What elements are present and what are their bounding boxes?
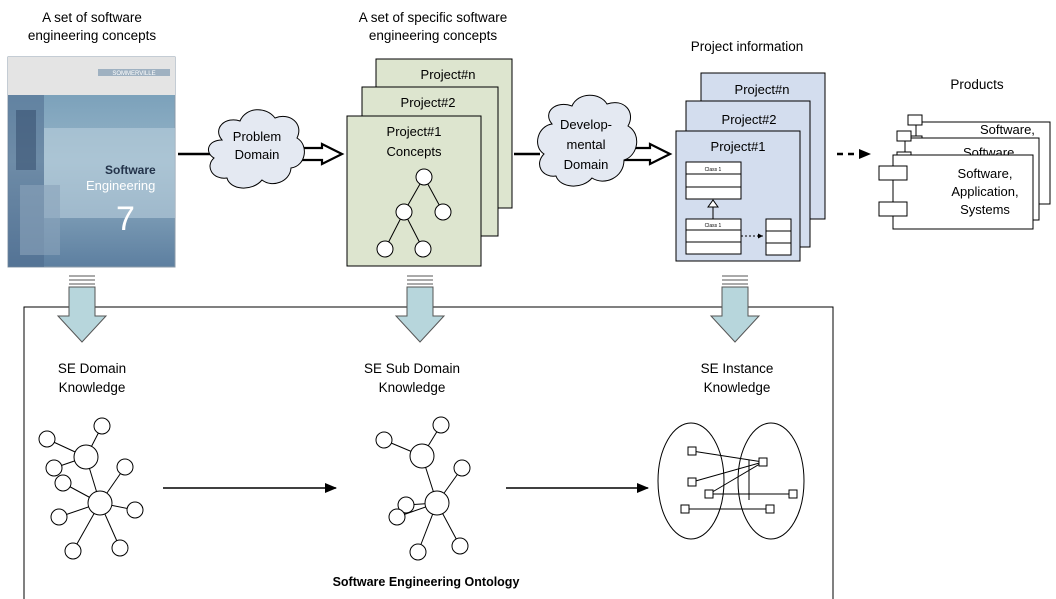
book-title-line-1: Software bbox=[105, 163, 156, 177]
domain-knowledge-label-1: SE Domain bbox=[58, 361, 126, 376]
book-edition-number: 7 bbox=[116, 200, 135, 238]
product-front-label-3: Systems bbox=[960, 202, 1010, 217]
specific-caption: A set of specific software engineering c… bbox=[359, 10, 508, 43]
down-arrow-subdomain bbox=[394, 275, 446, 343]
project-card-n-label: Project#n bbox=[735, 82, 790, 97]
uml-class-diagram: Class 1 Class 1 bbox=[685, 161, 792, 256]
concept-tree-graphic bbox=[376, 168, 452, 258]
project-stack: Project#n Project#2 Project#1 Class 1 Cl… bbox=[675, 72, 826, 262]
ontology-title: Software Engineering Ontology bbox=[333, 575, 520, 589]
ontology-labels: SE Domain Knowledge SE Sub Domain Knowle… bbox=[58, 361, 774, 395]
concept-card-1-label-1: Project#1 bbox=[387, 124, 442, 139]
concept-stack: Project#n Project#2 Project#1 Concepts bbox=[346, 58, 513, 267]
book-caption-line-1: A set of software bbox=[42, 10, 142, 25]
dev-domain-label-3: Domain bbox=[564, 157, 609, 172]
products-caption: Products bbox=[950, 77, 1004, 92]
developmental-domain-cloud: Develop- mental Domain bbox=[537, 94, 638, 187]
down-arrow-domain bbox=[56, 275, 108, 343]
subdomain-knowledge-label-2: Knowledge bbox=[379, 380, 446, 395]
subdomain-network-graph bbox=[375, 416, 471, 561]
problem-domain-cloud: Problem Domain bbox=[207, 109, 305, 189]
uml-class-1-bottom-label: Class 1 bbox=[705, 223, 722, 229]
concept-card-n-label: Project#n bbox=[421, 67, 476, 82]
product-back-label: Software, bbox=[980, 122, 1035, 137]
book-publisher: SOMMERVILLE bbox=[112, 71, 155, 77]
product-front-label-2: Application, bbox=[951, 184, 1018, 199]
concept-card-1 bbox=[346, 115, 482, 267]
domain-knowledge-label-2: Knowledge bbox=[59, 380, 126, 395]
book-caption-line-2: engineering concepts bbox=[28, 28, 157, 43]
product-front-label-1: Software, bbox=[958, 166, 1013, 181]
down-arrow-instance bbox=[709, 275, 761, 343]
book-title-line-2: Engineering bbox=[86, 178, 155, 193]
products-stack: Software, Software, Software, Applicatio… bbox=[878, 114, 1051, 230]
concept-card-2-label: Project#2 bbox=[401, 95, 456, 110]
concept-card-1-label-2: Concepts bbox=[387, 144, 442, 159]
problem-domain-label-2: Domain bbox=[235, 147, 280, 162]
specific-caption-line-1: A set of specific software bbox=[359, 10, 508, 25]
project-info-caption: Project information bbox=[691, 39, 804, 54]
project-card-1-label: Project#1 bbox=[711, 139, 766, 154]
book-cover: SOMMERVILLE Software Engineering 7 bbox=[7, 56, 176, 268]
product-card-front bbox=[892, 154, 1034, 230]
instance-knowledge-label-2: Knowledge bbox=[704, 380, 771, 395]
dev-domain-label-2: mental bbox=[566, 137, 605, 152]
project-card-2-label: Project#2 bbox=[722, 112, 777, 127]
instance-graph bbox=[657, 422, 805, 540]
specific-caption-line-2: engineering concepts bbox=[369, 28, 498, 43]
domain-network-graph bbox=[38, 417, 144, 560]
dev-domain-label-1: Develop- bbox=[560, 117, 612, 132]
uml-class-1-top-label: Class 1 bbox=[705, 167, 722, 173]
book-caption: A set of software engineering concepts bbox=[28, 10, 157, 43]
problem-domain-label-1: Problem bbox=[233, 129, 281, 144]
subdomain-knowledge-label-1: SE Sub Domain bbox=[364, 361, 460, 376]
instance-knowledge-label-1: SE Instance bbox=[701, 361, 774, 376]
